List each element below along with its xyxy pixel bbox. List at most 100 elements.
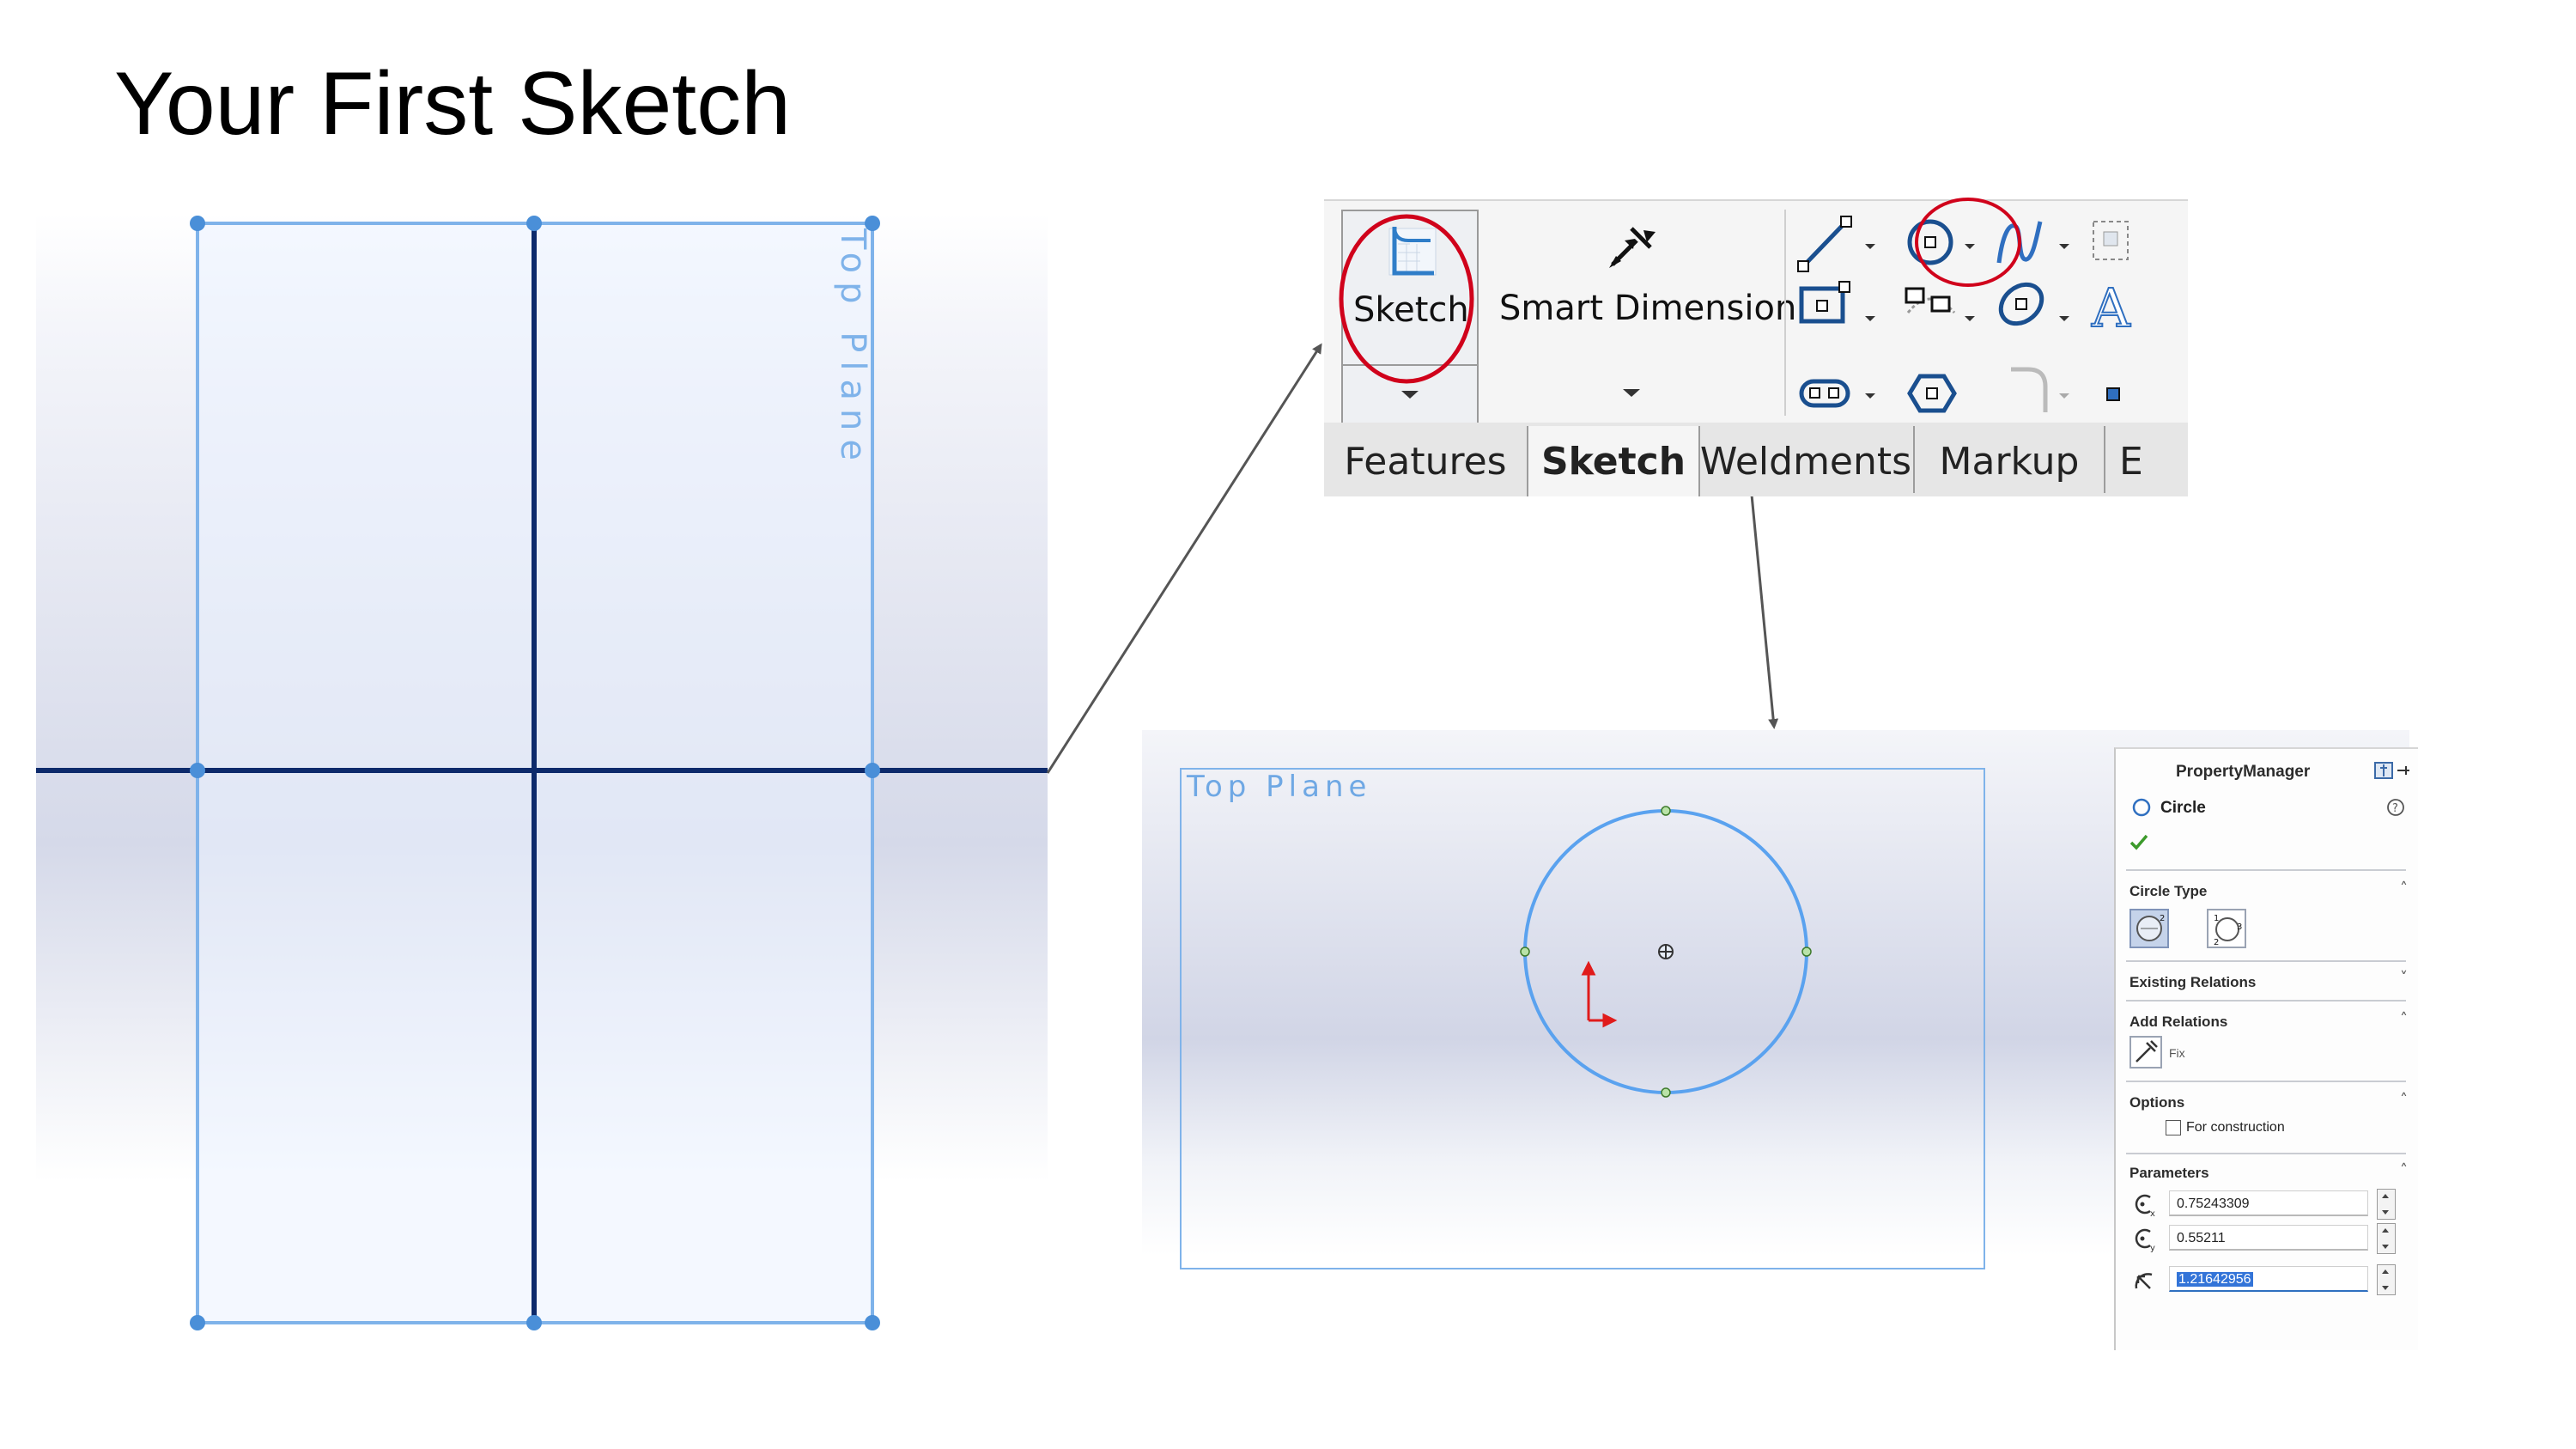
fix-label: Fix	[2169, 1046, 2185, 1060]
tab-separator	[1913, 426, 1915, 493]
section-divider	[2126, 960, 2406, 962]
section-divider	[2126, 1000, 2406, 1002]
plane-handle	[865, 763, 880, 778]
fix-relation-button[interactable]	[2129, 1036, 2162, 1068]
tab-features[interactable]: Features	[1344, 439, 1507, 484]
fillet-icon[interactable]	[2011, 367, 2069, 412]
section-divider	[2126, 1081, 2406, 1082]
arrow-to-sketch-button	[1046, 343, 1322, 774]
circle-type-heading[interactable]: Circle Type	[2129, 883, 2208, 899]
options-heading[interactable]: Options	[2129, 1094, 2185, 1111]
section-divider	[2126, 869, 2406, 871]
sketch-grid-icon[interactable]	[2093, 221, 2129, 260]
tab-markup[interactable]: Markup	[1939, 439, 2080, 484]
center-circle-icon: 2	[2136, 914, 2165, 941]
sketch-tools-grid: A	[1797, 216, 2132, 413]
circle-type-label: 2	[2214, 938, 2219, 947]
for-construction-label: For construction	[2186, 1120, 2285, 1135]
fix-relation-icon	[2136, 1040, 2158, 1062]
property-manager-panel: PropertyManager Circle ? Circle Type ˄ 2…	[2114, 747, 2418, 1350]
svg-text:?: ?	[2392, 802, 2398, 815]
left-viewport[interactable]: Top Plane	[36, 213, 1048, 1340]
circle-sketch-canvas[interactable]	[1142, 730, 2409, 1349]
line-icon[interactable]	[1797, 216, 1875, 272]
plane-handle	[865, 216, 880, 231]
slide-title: Your First Sketch	[114, 54, 792, 154]
plane-handle	[190, 1315, 205, 1330]
chevron-up-icon[interactable]: ˄	[2400, 1010, 2408, 1028]
smart-dimension-button[interactable]: Smart Dimension	[1485, 210, 1796, 421]
sketch-icon	[1388, 226, 1437, 276]
quadrant-point	[1661, 806, 1671, 816]
sketch-origin-icon	[1581, 960, 1618, 1028]
chevron-up-icon[interactable]: ˄	[2400, 880, 2408, 898]
perimeter-circle-icon: 1 3 2	[2214, 914, 2242, 947]
ellipse-icon[interactable]	[1993, 277, 2069, 332]
smart-dimension-dropdown-icon[interactable]	[1621, 387, 1642, 399]
circle-type-label: 1	[2214, 914, 2219, 923]
radius-selected-value: 1.21642956	[2177, 1272, 2253, 1287]
plane-handle	[526, 1315, 542, 1330]
plane-handle	[526, 216, 542, 231]
circle-quadrant-points	[1520, 806, 1812, 1098]
tab-sketch[interactable]: Sketch	[1527, 426, 1700, 496]
command-manager-tabs: Features Sketch Weldments Markup E	[1324, 423, 2188, 496]
right-plane-label: Top Plane	[1187, 770, 1372, 804]
plane-handle	[190, 216, 205, 231]
sketch-dropdown-icon[interactable]	[1400, 388, 1420, 400]
center-x-spinner[interactable]	[2377, 1189, 2396, 1220]
ok-checkmark-icon[interactable]	[2128, 831, 2150, 852]
circle-type-label: 3	[2237, 922, 2242, 932]
slot-icon[interactable]	[1799, 379, 1875, 408]
left-sketch-canvas[interactable]	[36, 213, 1048, 1340]
feature-name: Circle	[2160, 799, 2206, 817]
pin-icon[interactable]	[2373, 761, 2411, 782]
smart-dimension-label: Smart Dimension	[1499, 289, 1797, 328]
add-relations-heading[interactable]: Add Relations	[2129, 1014, 2228, 1030]
arc-icon[interactable]	[1905, 287, 1975, 321]
chevron-up-icon[interactable]: ˄	[2400, 1091, 2408, 1109]
tab-weldments[interactable]: Weldments	[1699, 439, 1912, 484]
circle-center-point	[1658, 944, 1674, 959]
circle-type-perimeter-button[interactable]: 1 3 2	[2207, 909, 2246, 948]
center-x-input[interactable]: 0.75243309	[2169, 1190, 2368, 1216]
existing-relations-heading[interactable]: Existing Relations	[2129, 974, 2257, 990]
top-plane-outline: Top Plane	[1180, 768, 1985, 1269]
plane-handles	[190, 216, 880, 1330]
center-y-input[interactable]: 0.55211	[2169, 1225, 2368, 1251]
text-icon[interactable]: A	[2090, 276, 2132, 340]
quadrant-point	[1801, 947, 1812, 957]
center-x-icon: x	[2135, 1194, 2155, 1218]
section-divider	[2126, 1153, 2406, 1154]
smart-dimension-icon	[1609, 227, 1656, 268]
sketch-highlight-ring	[1339, 214, 1474, 384]
radius-input[interactable]: 1.21642956	[2169, 1266, 2368, 1292]
svg-text:A: A	[2091, 277, 2131, 339]
polygon-icon[interactable]	[1907, 374, 1957, 413]
sketch-label: Sketch	[1353, 290, 1469, 330]
tab-partial[interactable]: E	[2119, 439, 2143, 484]
svg-text:y: y	[2150, 1244, 2155, 1252]
parameters-heading[interactable]: Parameters	[2129, 1165, 2209, 1181]
quadrant-point	[1520, 947, 1530, 957]
rectangle-icon[interactable]	[1799, 281, 1875, 324]
chevron-down-icon[interactable]: ˅	[2400, 969, 2408, 987]
sketch-button-divider	[1343, 364, 1477, 366]
radius-spinner[interactable]	[2377, 1264, 2396, 1295]
circle-highlight-ring	[1915, 198, 2021, 287]
center-y-spinner[interactable]	[2377, 1223, 2396, 1254]
command-manager-toolbar: Sketch Smart Dimension	[1324, 198, 2188, 496]
help-icon[interactable]: ?	[2385, 797, 2406, 818]
circle-icon[interactable]	[1907, 219, 1975, 265]
toolbar-separator	[1784, 210, 1786, 416]
for-construction-checkbox[interactable]	[2166, 1120, 2181, 1135]
point-icon[interactable]	[2106, 387, 2120, 401]
circle-type-label: 2	[2160, 914, 2165, 923]
circle-type-center-button[interactable]: 2	[2129, 909, 2169, 948]
center-y-icon: y	[2135, 1228, 2155, 1252]
chevron-up-icon[interactable]: ˄	[2400, 1161, 2408, 1179]
quadrant-point	[1661, 1087, 1671, 1098]
arrow-to-circle-view	[1750, 494, 1779, 729]
property-manager-title: PropertyManager	[2176, 763, 2311, 781]
